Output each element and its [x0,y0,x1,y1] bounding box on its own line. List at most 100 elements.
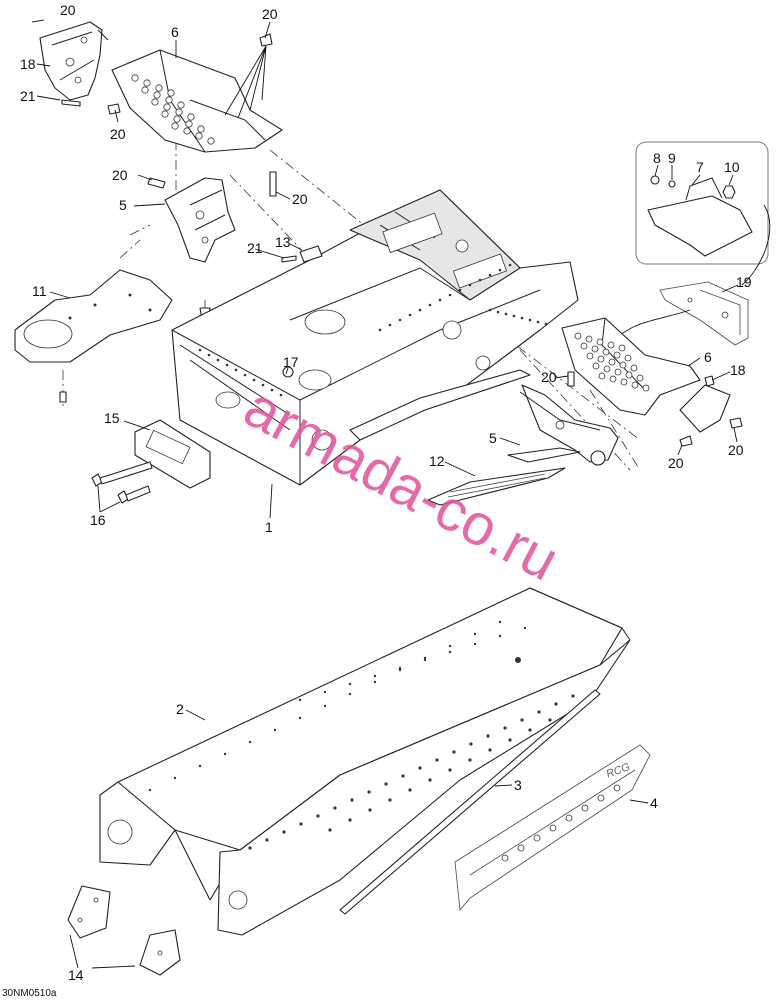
guard-slot [533,834,541,842]
plate-perforation [175,108,183,116]
tunnel-rivet [486,734,490,738]
frame-rivet [438,298,442,302]
frame-rivet [468,283,472,287]
part-2-tunnel [99,587,631,936]
tunnel-rivet [515,657,521,663]
part-5-hinge-upper [147,171,277,263]
tunnel-rivet [523,626,527,630]
part-5-hinge-lower [507,371,619,466]
frame-rivet [488,308,492,312]
tunnel-rivet [328,828,332,832]
callout-1: 1 [265,519,273,535]
frame-rivet [378,328,382,332]
plate-perforation [586,352,594,360]
tunnel-rivet [435,758,439,762]
tunnel-rivet [384,782,388,786]
part-14-corner-plates [67,885,181,976]
frame-rivet [508,263,512,267]
tunnel-rivet [473,642,477,646]
part-6-perforated-step-upper [111,49,283,153]
plate-perforation [151,98,159,106]
plate-perforation [185,120,193,128]
plate-perforation [609,375,617,383]
callout-20: 20 [262,6,278,22]
frame-rivet [225,363,229,367]
tunnel-rivet [428,778,432,782]
frame-rivet [536,320,540,324]
callout-21: 21 [20,88,36,104]
guard-slot [597,794,605,802]
callout-18: 18 [20,56,36,72]
callout-19: 19 [736,274,752,290]
plate-perforation [153,91,161,99]
plate-perforation [177,101,185,109]
tunnel-rivet [350,798,354,802]
plate-perforation [598,372,606,380]
frame-rivet [198,348,202,352]
plate-perforation [143,79,151,87]
frame-rivet [261,383,265,387]
part-4-rail-guard: RCG [454,744,651,911]
diagram-code: 30NM0510a [2,988,57,999]
plate-perforation [131,74,139,82]
frame-rivet [544,322,548,326]
guard-slot [581,804,589,812]
tunnel-rivet [282,830,286,834]
plate-perforation [141,86,149,94]
frame-rivet [520,316,524,320]
plate-perforation [613,351,621,359]
tunnel-rivet [323,704,327,708]
callout-5: 5 [489,430,497,446]
callout-leader-lines [36,21,739,969]
tunnel-rivet [448,768,452,772]
tunnel-rivet [368,808,372,812]
detail-inset-box [635,141,771,286]
plate-perforation [636,374,644,382]
callout-20: 20 [110,126,126,142]
frame-rivet [448,293,452,297]
callout-7: 7 [696,159,704,175]
plate-perforation [585,335,593,343]
plate-perforation [207,137,215,145]
callout-20: 20 [292,191,308,207]
tunnel-rivet [554,702,558,706]
frame-rivet [252,378,256,382]
plate-perforation [620,378,628,386]
callout-13: 13 [275,234,291,250]
plate-perforation [167,89,175,97]
tunnel-rivet [373,680,377,684]
callout-9: 9 [668,150,676,166]
plate-perforation [574,332,582,340]
frame-rivet [496,310,500,314]
plate-perforation [642,384,650,392]
tunnel-rivet [488,748,492,752]
rcg-decal: RCG [605,761,632,781]
frame-rivet [512,314,516,318]
plate-perforation [596,338,604,346]
tunnel-rivet [248,846,252,850]
frame-rivet [398,318,402,322]
frame-rivet [408,313,412,317]
callout-20: 20 [112,167,128,183]
tunnel-rivet [348,692,352,696]
plate-perforation [195,132,203,140]
callout-16: 16 [90,512,106,528]
tunnel-rivet [323,690,327,694]
tunnel-rivet [468,758,472,762]
callout-3: 3 [514,777,522,793]
callout-5: 5 [119,197,127,213]
fasteners-upper [31,19,273,119]
frame-rivet [207,353,211,357]
tunnel-rivet [298,698,302,702]
callout-6: 6 [171,24,179,40]
plate-perforation [619,361,627,369]
tunnel-rivet [265,838,269,842]
tunnel-rivet [469,742,473,746]
tunnel-rivet [273,728,277,732]
callout-2: 2 [176,701,184,717]
tunnel-rivet [298,716,302,720]
tunnel-rivet [498,620,502,624]
part-18-bracket-upper [39,21,103,101]
tunnel-rivet [498,634,502,638]
callout-20: 20 [541,369,557,385]
